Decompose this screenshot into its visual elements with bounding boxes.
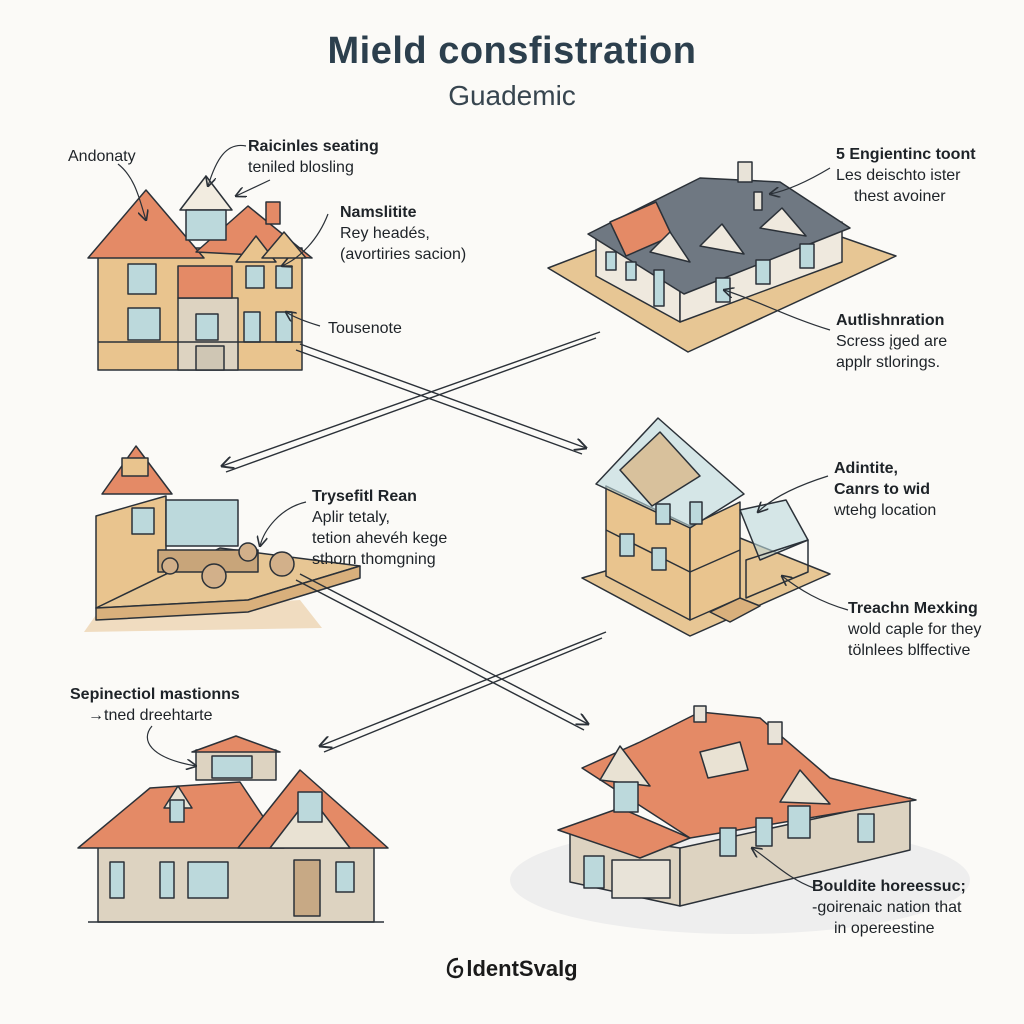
house-suburban (510, 705, 970, 934)
house-victorian (87, 175, 313, 371)
connector-arrows (222, 331, 607, 753)
brand-logo-icon (447, 957, 464, 979)
label-tousenote: Tousenote (328, 320, 402, 337)
page-title: Mield consfistration (327, 30, 697, 72)
label-namslitite: Namslitite Rey headés, (avortiries sacio… (340, 204, 467, 263)
page-subtitle: Guademic (448, 80, 576, 111)
label-sepinectiol: Sepinectiol mastionns →tned dreehtarte (70, 686, 240, 724)
label-adintite: Adintite, Canrs to wid wtehg location (834, 460, 937, 519)
brand-logo-text: ldentSvalg (466, 956, 578, 981)
label-treachn: Treachn Mexking wold caple for they töln… (848, 600, 982, 659)
label-bouldite: Bouldite horeessuc; -goirenaic nation th… (812, 878, 966, 937)
house-frame-cutaway (581, 417, 831, 637)
label-autlishnration: Autlishnration Scress įged are applr stl… (836, 312, 948, 371)
house-gray-roof (547, 161, 897, 353)
house-bungalow (77, 735, 389, 923)
leader-lines (117, 144, 849, 889)
label-raicinles: Raicinles seating teniled blosling (248, 138, 379, 176)
label-andonaty: Andonaty (68, 148, 136, 165)
label-engientinc: 5 Engientinc toont Les deischto ister th… (836, 146, 976, 205)
house-tower-workshop (84, 445, 361, 632)
label-trysefitl: Trysefitl Rean Aplir tetaly, tetion ahev… (312, 488, 448, 568)
brand-logo: ldentSvalg (0, 956, 1024, 982)
